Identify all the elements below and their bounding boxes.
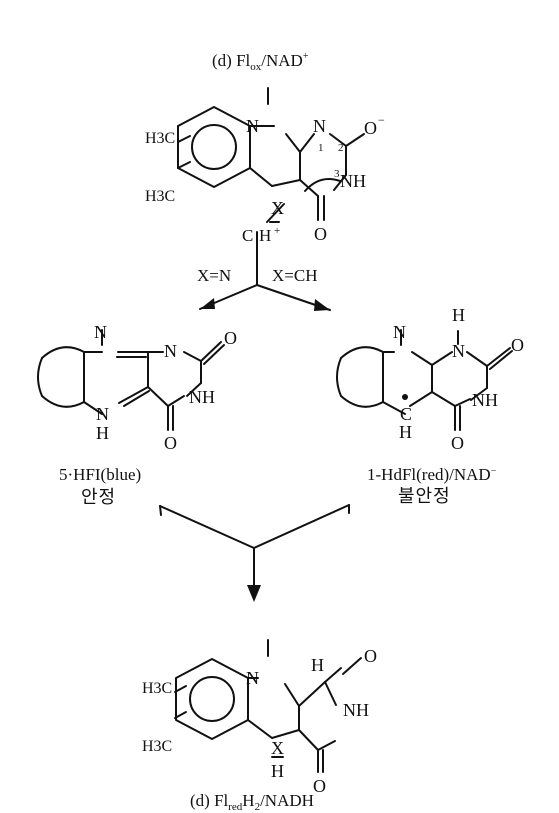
top-title: (d) Flox/NAD+ [212,51,309,73]
left-nh: NH [189,387,215,407]
bottom-flavin-structure [174,639,362,773]
left-ring-n: N [164,341,177,361]
right-product-stability: 불안정 [398,486,451,507]
bottom-title: (d) FlredH2/NADH [190,791,314,813]
right-product-caption: 1-HdFl(red)/NAD− [367,465,497,484]
top-x-atom: X [271,198,284,218]
right-radical-h: H [399,422,412,442]
hydride-carbon: C [242,226,253,245]
top-benzene-ring [177,106,251,188]
bottom-h: H [271,761,284,781]
right-top-n: N [393,322,406,342]
bottom-benzene-ring [175,658,249,740]
left-product-stability: 안정 [81,487,117,508]
left-bottom-h: H [96,423,109,443]
left-carbonyl-o: O [164,433,177,453]
top-n10: N [246,116,259,136]
left-ring-o: O [224,328,237,348]
locant-3: 3 [334,168,340,180]
top-carbonyl-o: O [314,224,327,244]
hydride-plus: + [274,225,280,237]
bottom-methyl-upper: H3C [142,680,172,697]
top-oxygen-anion: O [364,118,377,138]
right-top-h: H [452,305,465,325]
right-radical-c: C [400,404,412,424]
right-nh: NH [472,390,498,410]
hydride-hydrogen: H [259,226,271,245]
top-nh: NH [340,171,366,191]
top-flavin-structure [177,87,365,223]
left-bottom-n: N [96,404,109,424]
top-methyl-upper: H3C [145,130,175,147]
branch-arrows [199,231,331,311]
left-top-n: N [94,322,107,342]
top-benzene-circle [191,124,237,170]
locant-1: 1 [318,142,324,154]
radical-dot-icon [402,394,408,400]
branch-label-left: X=N [197,266,231,285]
top-methyl-lower: H3C [145,188,175,205]
convergence-arrows [159,504,350,602]
locant-2: 2 [338,142,344,154]
top-oxygen-charge: − [378,113,385,127]
branch-label-right: X=CH [272,266,317,285]
bottom-ring-o: O [364,646,377,666]
right-partial-ring-icon [336,357,342,397]
bottom-carbonyl-o: O [313,776,326,796]
bottom-benzene-circle [189,676,235,722]
right-ring-o: O [511,335,524,355]
left-product-caption: 5·HFI(blue) [59,465,142,484]
left-product-structure [37,329,225,431]
left-partial-ring-icon [37,357,43,397]
right-ring-n: N [452,341,465,361]
bottom-n: N [246,668,259,688]
bottom-x-atom: X [271,738,284,758]
bottom-nh: NH [343,700,369,720]
top-n1: N [313,116,326,136]
bottom-top-h: H [311,655,324,675]
right-product-structure [336,329,513,431]
right-carbonyl-o: O [451,433,464,453]
bottom-methyl-lower: H3C [142,738,172,755]
